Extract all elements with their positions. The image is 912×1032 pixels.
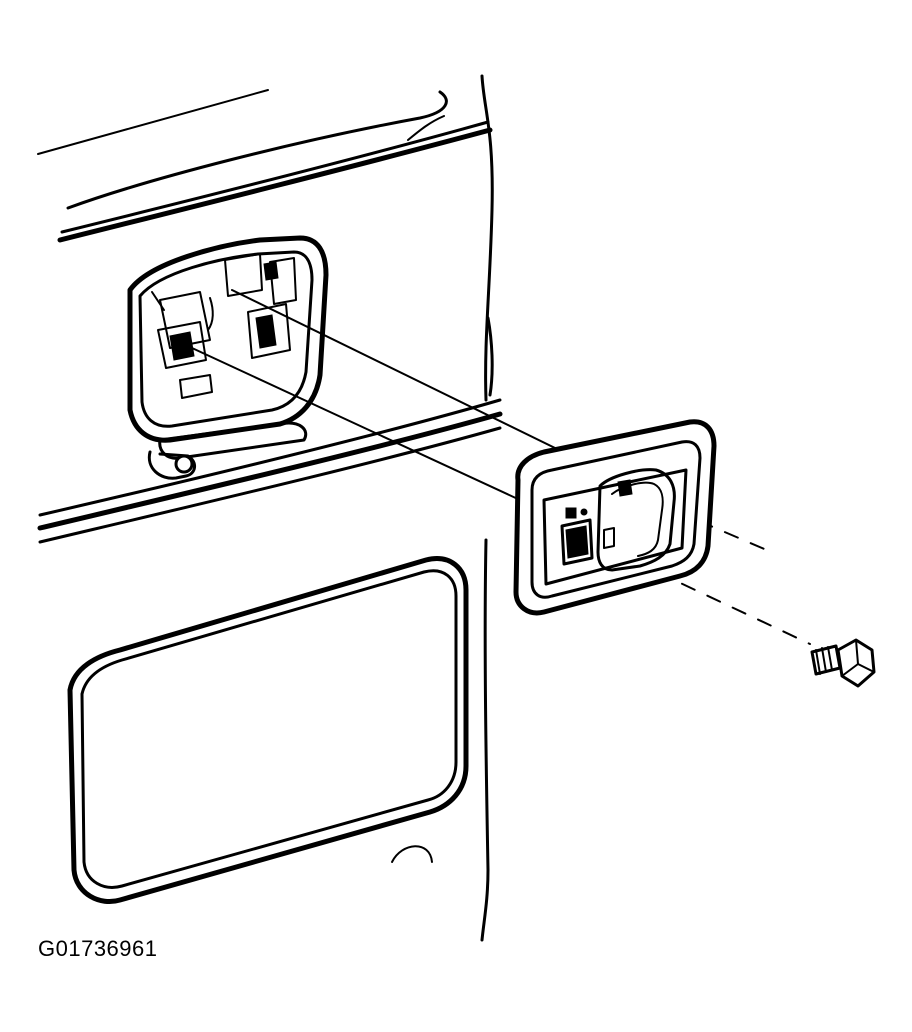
lamp-housing-opening bbox=[127, 235, 329, 480]
lower-window bbox=[67, 556, 469, 904]
figure-id-label: G01736961 bbox=[38, 936, 158, 961]
upper-body-panel bbox=[37, 89, 493, 243]
lamp-bezel bbox=[513, 419, 717, 616]
body-edge bbox=[391, 74, 494, 942]
bolt bbox=[810, 638, 876, 688]
body-molding-rail bbox=[37, 398, 503, 544]
